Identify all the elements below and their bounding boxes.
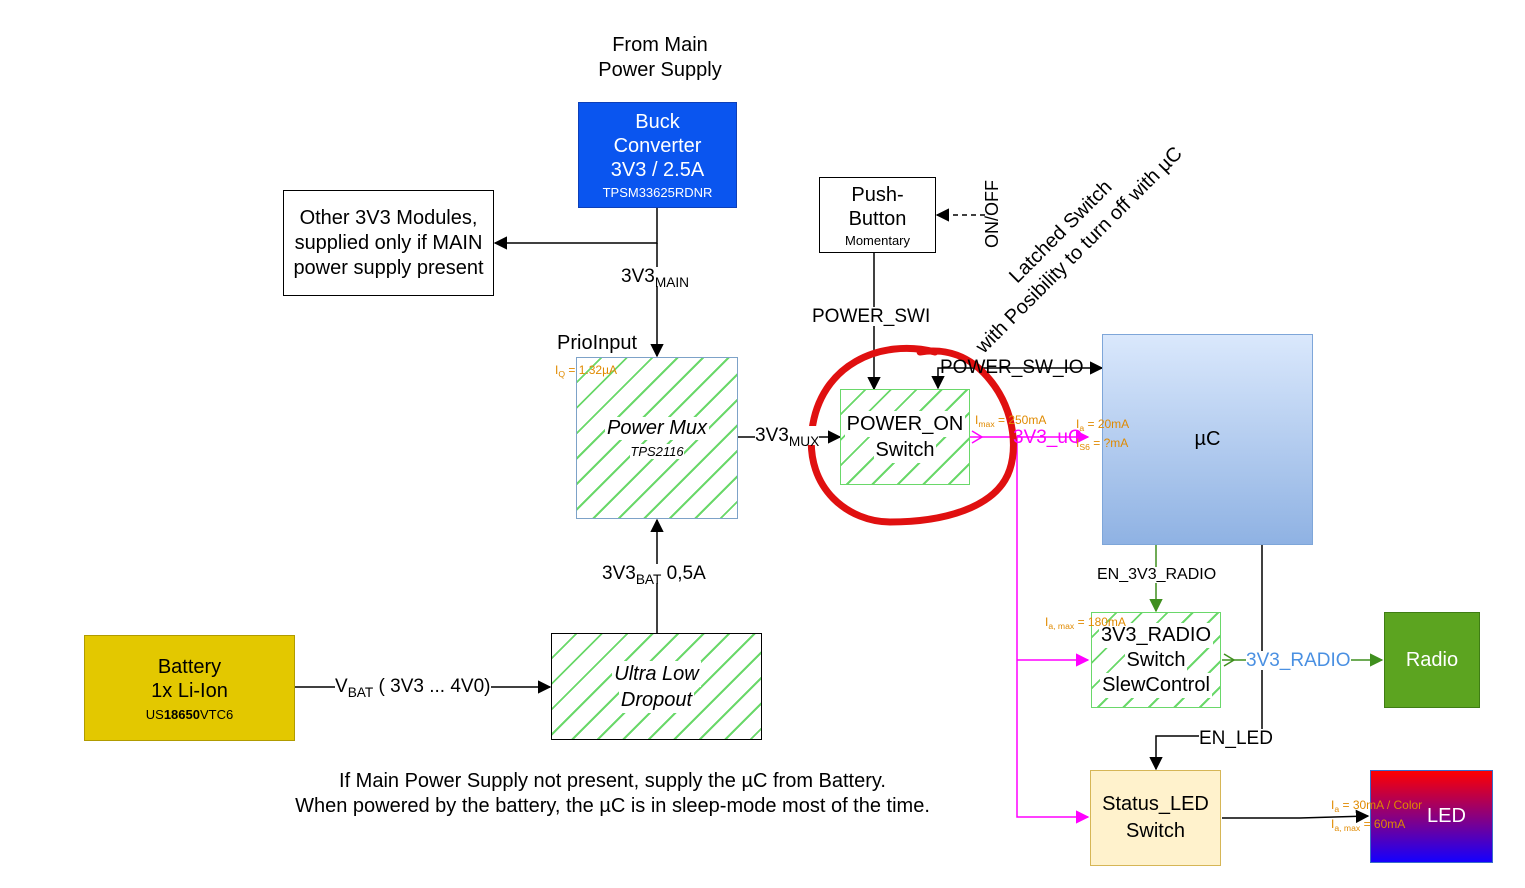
net-label-3v3-mux: 3V3MUX bbox=[755, 425, 820, 449]
power-on-line-1: POWER_ON bbox=[844, 411, 966, 437]
radio-block: Radio bbox=[1384, 612, 1480, 708]
wire-led-drive bbox=[1222, 809, 1370, 824]
power-mux-title: Power Mux bbox=[604, 417, 710, 440]
radio-label: Radio bbox=[1405, 648, 1459, 671]
microcontroller-label: µC bbox=[1194, 428, 1221, 450]
main-supply-header: From Main Power Supply bbox=[570, 32, 750, 84]
net-label-3v3-uc: 3V3_uC bbox=[1013, 427, 1082, 448]
battery-line-1: Battery bbox=[157, 655, 222, 678]
footnote-line-1: If Main Power Supply not present, supply… bbox=[339, 770, 886, 792]
highlight-circle bbox=[807, 345, 1017, 526]
on-off-label: ON/OFF bbox=[982, 180, 1002, 248]
push-button-line-2: Button bbox=[848, 207, 907, 230]
other-modules-line-1: Other 3V3 Modules, bbox=[299, 206, 478, 229]
header-line-1: From Main bbox=[612, 34, 708, 56]
battery-line-2: 1x Li-Ion bbox=[151, 679, 228, 702]
net-label-power-sw-io: POWER_SW_IO bbox=[940, 357, 1084, 378]
power-on-switch-block: POWER_ON Switch bbox=[840, 389, 970, 485]
led-block: LED bbox=[1370, 770, 1493, 863]
ldo-line-2: Dropout bbox=[618, 686, 695, 713]
power-mux-iq-annotation: IQ = 1.32µA bbox=[555, 363, 618, 380]
ldo-line-1: Ultra Low bbox=[612, 660, 701, 687]
uc-ia-annotation: Ia = 20mA bbox=[1076, 417, 1130, 434]
prio-input-label: PrioInput bbox=[557, 332, 638, 354]
microcontroller-block: µC bbox=[1102, 334, 1313, 545]
other-modules-line-2: supplied only if MAIN bbox=[294, 231, 483, 254]
power-on-output-chevron bbox=[971, 430, 984, 444]
wire-buck-to-other-modules bbox=[493, 208, 658, 250]
net-label-3v3-main: 3V3MAIN bbox=[621, 266, 689, 290]
radio-switch-line-3: SlewControl bbox=[1100, 672, 1212, 698]
radio-switch-line-2: Switch bbox=[1124, 647, 1188, 673]
footnote: If Main Power Supply not present, supply… bbox=[250, 767, 975, 821]
led-ia-max-annotation: Ia, max = 60mA bbox=[1331, 817, 1406, 834]
push-button-type: Momentary bbox=[844, 232, 911, 248]
net-label-en-3v3-radio: EN_3V3_RADIO bbox=[1097, 566, 1217, 583]
radio-switch-output-chevron bbox=[1223, 653, 1236, 667]
status-led-line-2: Switch bbox=[1126, 820, 1185, 842]
wire-power-sw-io bbox=[931, 361, 1104, 390]
power-on-imax-annotation: Imax = 250mA bbox=[975, 413, 1047, 430]
led-ia-annotation: Ia = 30mA / Color bbox=[1331, 798, 1423, 815]
header-line-2: Power Supply bbox=[598, 59, 722, 81]
power-mux-block: Power Mux TPS2116 bbox=[576, 357, 738, 519]
radio-switch-ia-annotation: Ia, max = 180mA bbox=[1045, 615, 1126, 632]
net-label-3v3-radio: 3V3_RADIO bbox=[1246, 650, 1351, 671]
net-label-power-swi: POWER_SWI bbox=[812, 306, 931, 327]
push-button-block: Push- Button Momentary bbox=[819, 177, 936, 253]
status-led-line-1: Status_LED bbox=[1102, 793, 1209, 815]
led-label: LED bbox=[1427, 805, 1466, 827]
ldo-block: Ultra Low Dropout bbox=[551, 633, 762, 740]
status-led-switch-block: Status_LED Switch bbox=[1090, 770, 1221, 866]
uc-is6-annotation: IS6 = ?mA bbox=[1076, 436, 1129, 453]
net-label-3v3-bat: 3V3BAT 0,5A bbox=[602, 563, 706, 587]
push-button-line-1: Push- bbox=[851, 183, 904, 206]
radio-switch-block: 3V3_RADIO Switch SlewControl bbox=[1091, 612, 1221, 708]
radio-switch-line-1: 3V3_RADIO bbox=[1098, 622, 1214, 648]
buck-line-3: 3V3 / 2.5A bbox=[610, 159, 705, 181]
battery-part-number: US18650VTC6 bbox=[145, 706, 234, 722]
net-label-vbat: VBAT ( 3V3 ... 4V0) bbox=[335, 676, 491, 700]
net-label-en-led: EN_LED bbox=[1199, 728, 1273, 749]
footnote-line-2: When powered by the battery, the µC is i… bbox=[295, 795, 930, 817]
power-mux-part: TPS2116 bbox=[630, 444, 684, 459]
buck-part-number: TPSM33625RDNR bbox=[602, 185, 713, 200]
buck-converter-block: Buck Converter 3V3 / 2.5A TPSM33625RDNR bbox=[578, 102, 737, 208]
buck-line-1: Buck bbox=[635, 111, 680, 133]
buck-line-2: Converter bbox=[613, 135, 702, 157]
battery-block: Battery 1x Li-Ion US18650VTC6 bbox=[84, 635, 295, 741]
power-on-line-2: Switch bbox=[873, 437, 937, 463]
other-modules-block: Other 3V3 Modules, supplied only if MAIN… bbox=[283, 190, 494, 296]
other-modules-line-3: power supply present bbox=[293, 256, 484, 279]
wire-3v3-uc-branch bbox=[1016, 437, 1090, 824]
